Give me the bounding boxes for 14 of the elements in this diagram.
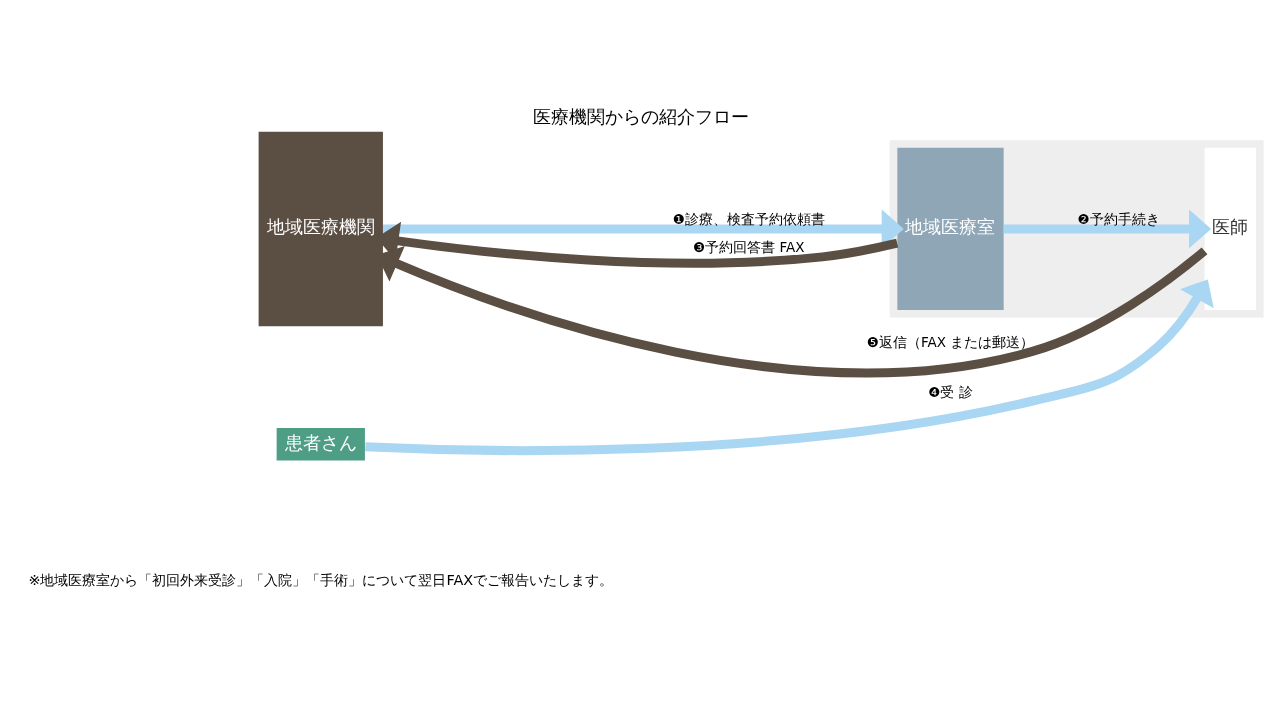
node-box: 医師	[1204, 147, 1256, 310]
arrow	[1003, 209, 1212, 249]
node-box: 地域医療機関	[258, 131, 383, 327]
cluster	[889, 140, 1264, 318]
arrow	[365, 279, 1214, 456]
node-box: 患者さん	[276, 428, 365, 461]
edge-label: ❸予約回答書 FAX	[693, 239, 805, 256]
diagram-title: 医療機関からの紹介フロー	[533, 105, 750, 127]
node-box: 地域医療室	[897, 147, 1004, 310]
edge-label: ❷予約手続き	[1077, 211, 1160, 228]
edge-label: ❺返信（FAX または郵送）	[866, 333, 1035, 350]
edge-label: ❶診療、検査予約依頼書	[672, 211, 825, 228]
edge-label: ❹受 診	[928, 383, 973, 400]
caption: ※地域医療室から「初回外来受診」「入院」「手術」について翌日FAXでご報告いたします。	[28, 571, 614, 588]
